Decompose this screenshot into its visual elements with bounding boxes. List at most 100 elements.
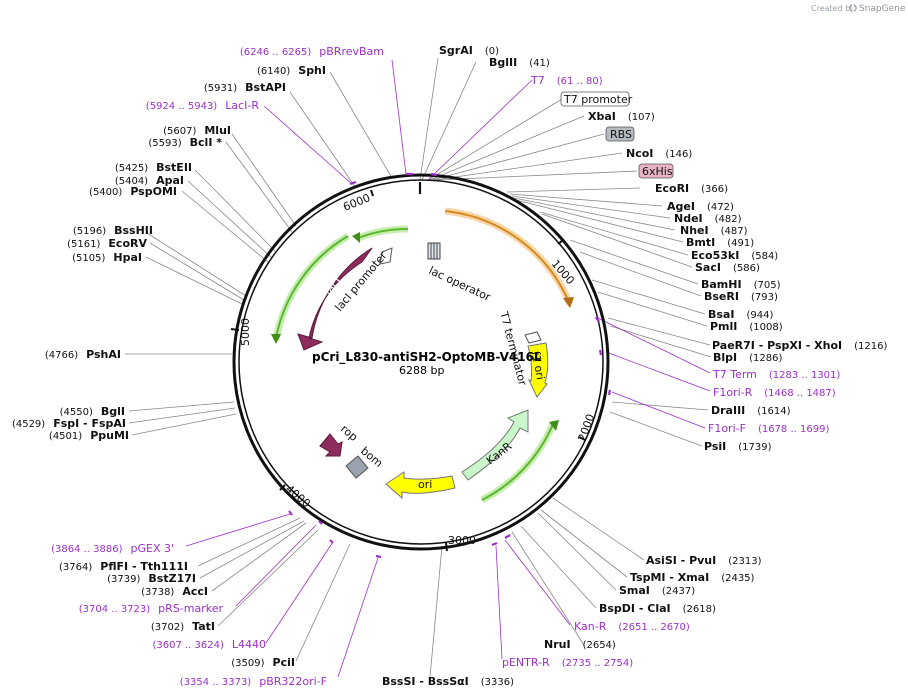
feature-f1-ori[interactable] bbox=[527, 342, 549, 398]
site-PmlI[interactable]: PmlI bbox=[710, 320, 737, 333]
primer-pBR322ori-F[interactable]: pBR322ori-F bbox=[259, 675, 327, 688]
svg-text:F1ori-F(1678 .. 1699): F1ori-F(1678 .. 1699) bbox=[708, 422, 829, 435]
svg-text:SmaI(2437): SmaI(2437) bbox=[619, 584, 695, 597]
site-DraIII[interactable]: DraIII bbox=[711, 404, 745, 417]
site-BssSI-BssSalphaI[interactable]: BssSI - BssSαI bbox=[382, 675, 469, 688]
tick-label-3000: 3000 bbox=[448, 534, 476, 547]
primer-T7-Term[interactable]: T7 Term bbox=[712, 368, 757, 381]
orf-orange bbox=[444, 210, 569, 301]
backbone-inner-strand bbox=[238, 179, 604, 545]
feature-kanR[interactable] bbox=[461, 409, 529, 481]
primer-pGEX-3[interactable]: pGEX 3' bbox=[130, 542, 174, 555]
site-MluI[interactable]: MluI bbox=[204, 124, 231, 137]
site-BglII[interactable]: BglII bbox=[489, 56, 517, 69]
credit-prefix: Created by bbox=[811, 4, 855, 13]
site-XbaI[interactable]: XbaI bbox=[588, 110, 616, 123]
site-BstAPI[interactable]: BstAPI bbox=[245, 81, 286, 94]
site-SacI[interactable]: SacI bbox=[695, 261, 721, 274]
feature-ori[interactable] bbox=[385, 471, 456, 500]
site-HpaI[interactable]: HpaI bbox=[113, 251, 142, 264]
site-TspMI-XmaI[interactable]: TspMI - XmaI bbox=[630, 571, 709, 584]
site-NruI[interactable]: NruI bbox=[544, 638, 571, 651]
site-NcoI[interactable]: NcoI bbox=[626, 147, 653, 160]
site-BstEII[interactable]: BstEII bbox=[156, 161, 192, 174]
svg-text:Eco53kI(584): Eco53kI(584) bbox=[691, 249, 778, 262]
feature-t7-promoter-label[interactable]: T7 promoter bbox=[563, 93, 633, 106]
site-PshAI[interactable]: PshAI bbox=[86, 348, 121, 361]
feature-RBS-label[interactable]: RBS bbox=[610, 128, 632, 141]
svg-text:NheI(487): NheI(487) bbox=[680, 224, 748, 237]
primer-F1ori-F[interactable]: F1ori-F bbox=[708, 422, 746, 435]
svg-text:(4501)PpuMI: (4501)PpuMI bbox=[49, 429, 129, 442]
site-BspDI-ClaI[interactable]: BspDI - ClaI bbox=[599, 602, 671, 615]
feature-ori-label: ori bbox=[418, 478, 432, 491]
primer-L4440[interactable]: L4440 bbox=[232, 638, 266, 651]
site-BmtI[interactable]: BmtI bbox=[686, 236, 715, 249]
svg-text:AsiSI - PvuI(2313): AsiSI - PvuI(2313) bbox=[646, 554, 762, 567]
feature-lacI[interactable] bbox=[297, 247, 373, 351]
svg-text:T7 Term(1283 .. 1301): T7 Term(1283 .. 1301) bbox=[712, 368, 840, 381]
site-BsaI[interactable]: BsaI bbox=[708, 308, 734, 321]
svg-text:(5425)BstEII: (5425)BstEII bbox=[115, 161, 192, 174]
site-BlpI[interactable]: BlpI bbox=[713, 351, 737, 364]
feature-6xHis-label[interactable]: 6xHis bbox=[642, 165, 673, 178]
site-SmaI[interactable]: SmaI bbox=[619, 584, 650, 597]
svg-text:NcoI(146): NcoI(146) bbox=[626, 147, 692, 160]
primer-pBRrevBam[interactable]: pBRrevBam bbox=[319, 45, 384, 58]
orf-green-small-arrowhead bbox=[352, 232, 360, 243]
site-BssHII[interactable]: BssHII bbox=[114, 224, 153, 237]
svg-text:BspDI - ClaI(2618): BspDI - ClaI(2618) bbox=[599, 602, 716, 615]
orf-green-kan bbox=[481, 423, 554, 501]
primer-T7[interactable]: T7 bbox=[530, 74, 545, 87]
feature-rop[interactable] bbox=[319, 433, 343, 457]
site-AgeI[interactable]: AgeI bbox=[667, 200, 695, 213]
primer-F1ori-R[interactable]: F1ori-R bbox=[713, 386, 753, 399]
primer-pENTR-R[interactable]: pENTR-R bbox=[502, 656, 550, 669]
site-BclI[interactable]: BclI * bbox=[190, 136, 223, 149]
site-PpuMI[interactable]: PpuMI bbox=[90, 429, 129, 442]
site-NheI[interactable]: NheI bbox=[680, 224, 709, 237]
site-PciI[interactable]: PciI bbox=[273, 656, 295, 669]
svg-text:BamHI(705): BamHI(705) bbox=[701, 278, 781, 291]
site-NdeI[interactable]: NdeI bbox=[674, 212, 703, 225]
svg-text:(5404)ApaI: (5404)ApaI bbox=[115, 174, 184, 187]
primer-Kan-R[interactable]: Kan-R bbox=[574, 620, 607, 633]
site-BamHI[interactable]: BamHI bbox=[701, 278, 742, 291]
primer-LacI-R[interactable]: LacI-R bbox=[225, 99, 259, 112]
site-Eco53kI[interactable]: Eco53kI bbox=[691, 249, 739, 262]
site-AccI[interactable]: AccI bbox=[182, 585, 208, 598]
site-PaeR7I-PspXI-XhoI[interactable]: PaeR7I - PspXI - XhoI bbox=[712, 339, 842, 352]
site-BstZ17I[interactable]: BstZ17I bbox=[148, 572, 196, 585]
feature-bom[interactable] bbox=[345, 455, 369, 479]
primer-pRS-marker[interactable]: pRS-marker bbox=[158, 602, 223, 615]
site-TatI[interactable]: TatI bbox=[192, 620, 215, 633]
svg-text:T7(61 .. 80): T7(61 .. 80) bbox=[530, 74, 603, 87]
site-FspI-FspAI[interactable]: FspI - FspAI bbox=[53, 417, 126, 430]
site-BseRI[interactable]: BseRI bbox=[704, 290, 739, 303]
svg-text:BseRI(793): BseRI(793) bbox=[704, 290, 778, 303]
site-SphI[interactable]: SphI bbox=[298, 64, 326, 77]
svg-text:(3739)BstZ17I: (3739)BstZ17I bbox=[107, 572, 196, 585]
svg-text:(5161)EcoRV: (5161)EcoRV bbox=[67, 237, 147, 250]
svg-text:Kan-R(2651 .. 2670): Kan-R(2651 .. 2670) bbox=[574, 620, 690, 633]
orf-green-small bbox=[357, 227, 409, 239]
feature-t7-terminator[interactable] bbox=[524, 331, 542, 344]
site-AsiSI-PvuI[interactable]: AsiSI - PvuI bbox=[646, 554, 716, 567]
site-EcoRI[interactable]: EcoRI bbox=[655, 182, 689, 195]
svg-text:BmtI(491): BmtI(491) bbox=[686, 236, 754, 249]
site-BglI[interactable]: BglI bbox=[101, 405, 125, 418]
svg-text:(3864 .. 3886)pGEX 3': (3864 .. 3886)pGEX 3' bbox=[51, 542, 174, 555]
site-PsiI[interactable]: PsiI bbox=[704, 440, 726, 453]
site-ApaI[interactable]: ApaI bbox=[156, 174, 184, 187]
svg-text:(4550)BglI: (4550)BglI bbox=[60, 405, 125, 418]
site-PspOMI[interactable]: PspOMI bbox=[130, 185, 177, 198]
site-PflFI-Tth111I[interactable]: PflFI - Tth111I bbox=[100, 560, 188, 573]
site-SgrAI[interactable]: SgrAI bbox=[439, 44, 473, 57]
svg-text:SgrAI(0): SgrAI(0) bbox=[439, 44, 499, 57]
feature-lacI-promoter[interactable] bbox=[379, 247, 393, 265]
orf-green-lacI bbox=[275, 235, 349, 339]
feature-lac-operator-label: lac operator bbox=[427, 264, 493, 304]
site-EcoRV[interactable]: EcoRV bbox=[108, 237, 147, 250]
left-site-labels: (6246 .. 6265)pBRrevBam (6140)SphI (5931… bbox=[12, 45, 384, 688]
